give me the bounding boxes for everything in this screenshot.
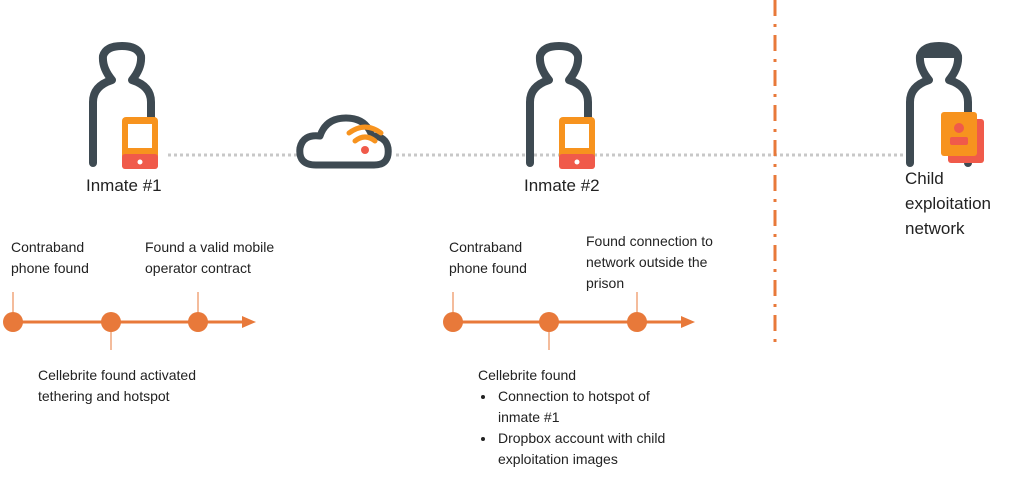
timeline-event-marker [443,312,463,332]
timeline-event-marker [188,312,208,332]
inmate-1-event-contraband: Contraband phone found [11,239,89,276]
inmate-1-event-cellebrite: Cellebrite found activated tethering and… [38,367,196,404]
mobile-phone-icon [559,117,595,169]
inmate-2-name: Inmate #2 [524,176,600,195]
inmate-2-event-outside-network: Found connection to network outside the … [586,233,713,291]
inmate-1-name: Inmate #1 [86,176,162,195]
timeline-event-marker [539,312,559,332]
inmate-1-event-operator-contract: Found a valid mobile operator contract [145,239,275,276]
cap-icon [919,43,960,58]
timeline-event-marker [627,312,647,332]
finding-item: Connection to hotspot of inmate #1 [496,386,665,428]
inmate-2-event-contraband: Contraband phone found [449,239,527,276]
id-cards-icon [941,112,984,163]
timeline-event-marker [3,312,23,332]
cloud-wifi-icon [296,114,396,169]
timeline-inmate-2 [443,292,695,350]
inmate-2-cellebrite-findings: Connection to hotspot of inmate #1 Dropb… [478,386,665,470]
timeline-event-marker [101,312,121,332]
person-icon [89,42,155,167]
inmate-2-cellebrite-title: Cellebrite found [478,367,577,383]
network-label: Child exploitation network [905,169,992,238]
finding-item: Dropbox account with child exploitation … [496,428,665,470]
mobile-phone-icon [122,117,158,169]
person-icon [526,42,592,167]
timeline-inmate-1 [3,292,256,350]
